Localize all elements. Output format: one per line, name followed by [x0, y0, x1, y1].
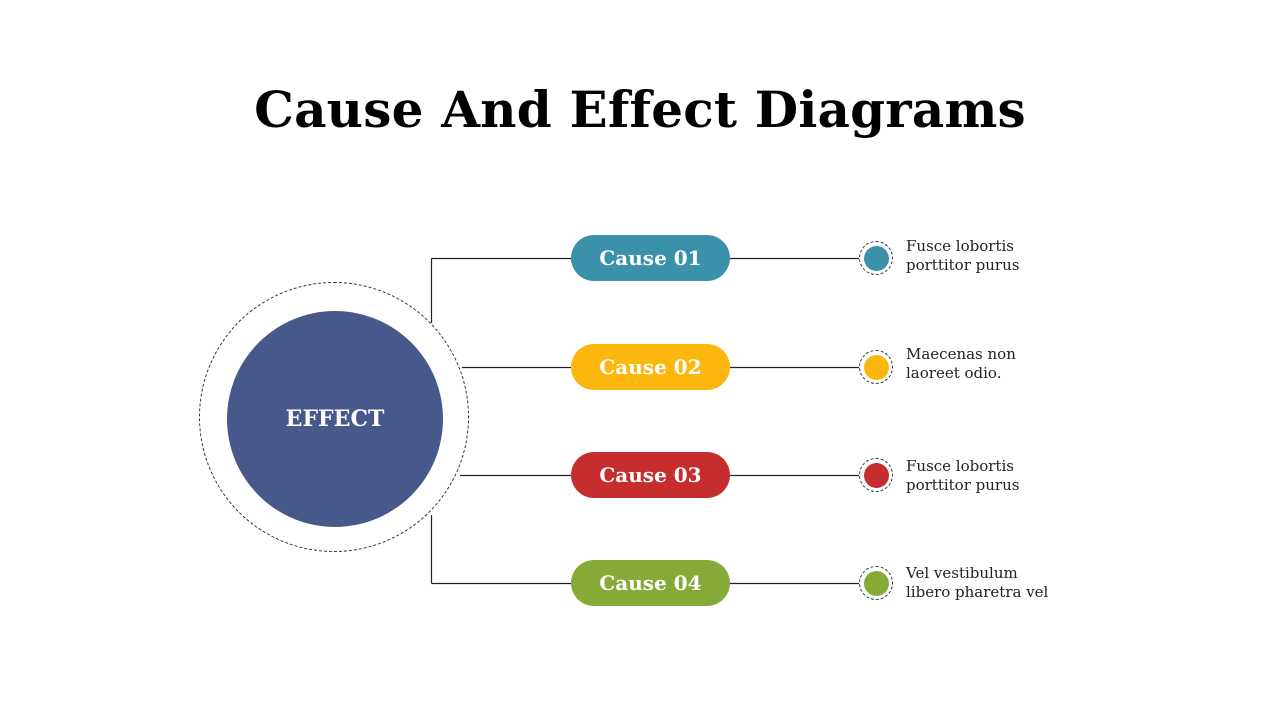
- effect-circle: EFFECT: [227, 311, 443, 527]
- description-line: porttitor purus: [906, 476, 1020, 494]
- cause-dot-4: [863, 570, 889, 596]
- cause-pill-2: Cause 02: [571, 344, 730, 390]
- cause-dot-1: [863, 245, 889, 271]
- description-line: Vel vestibulum: [906, 564, 1018, 582]
- cause-description-2: Maecenas non laoreet odio.: [906, 345, 1076, 383]
- cause-label: Cause 02: [599, 355, 702, 379]
- cause-pill-1: Cause 01: [571, 235, 730, 281]
- cause-dot-ring-2: [859, 350, 893, 384]
- page-title: Cause And Effect Diagrams: [254, 80, 1026, 139]
- description-line: Maecenas non: [906, 345, 1016, 363]
- cause-label: Cause 04: [599, 571, 702, 595]
- cause-dot-ring-4: [859, 566, 893, 600]
- description-line: libero pharetra vel: [906, 583, 1049, 601]
- cause-pill-3: Cause 03: [571, 452, 730, 498]
- cause-dot-3: [863, 462, 889, 488]
- cause-label: Cause 01: [599, 246, 702, 270]
- cause-label: Cause 03: [599, 463, 702, 487]
- cause-description-4: Vel vestibulum libero pharetra vel: [906, 564, 1076, 602]
- cause-description-3: Fusce lobortis porttitor purus: [906, 457, 1076, 495]
- cause-pill-4: Cause 04: [571, 560, 730, 606]
- cause-description-1: Fusce lobortis porttitor purus: [906, 237, 1076, 275]
- effect-label: EFFECT: [285, 406, 385, 432]
- description-line: Fusce lobortis: [906, 237, 1014, 255]
- cause-dot-ring-1: [859, 241, 893, 275]
- description-line: Fusce lobortis: [906, 457, 1014, 475]
- cause-dot-2: [863, 354, 889, 380]
- description-line: laoreet odio.: [906, 364, 1002, 382]
- cause-dot-ring-3: [859, 458, 893, 492]
- description-line: porttitor purus: [906, 256, 1020, 274]
